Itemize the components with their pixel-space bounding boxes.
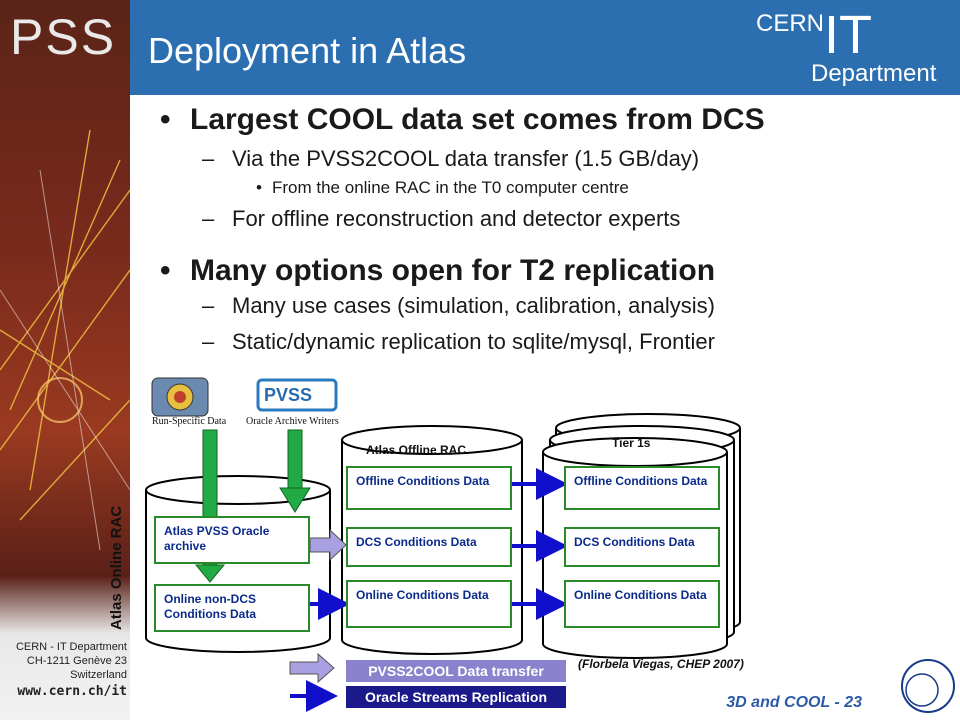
- slide-header: Deployment in Atlas CERN IT Department: [130, 0, 960, 95]
- archive-writers-label: Oracle Archive Writers: [246, 416, 339, 427]
- bullet-2: Many options open for T2 replication: [160, 254, 715, 288]
- offline-dcs-box: DCS Conditions Data: [346, 527, 512, 567]
- bullet-2-sub-1: Many use cases (simulation, calibration,…: [202, 293, 715, 319]
- legend-streams: Oracle Streams Replication: [346, 686, 566, 708]
- particle-tracks-image: [0, 129, 130, 551]
- tier1-online-box: Online Conditions Data: [564, 580, 720, 628]
- legend-transfer-arrow: [289, 652, 335, 684]
- pss-logo: PSS: [10, 9, 117, 65]
- bullet-1-sub-1: Via the PVSS2COOL data transfer (1.5 GB/…: [202, 146, 699, 172]
- bullet-2-sub-2: Static/dynamic replication to sqlite/mys…: [202, 329, 715, 355]
- online-rac-label: Atlas Online RAC: [108, 505, 125, 630]
- footer-line3: Switzerland: [70, 669, 127, 681]
- footer-line2: CH-1211 Genève 23: [26, 655, 127, 667]
- sidebar-footer: CERN - IT Department CH-1211 Genève 23 S…: [0, 640, 127, 699]
- cern-round-logo: [901, 659, 955, 713]
- pvss-label: PVSS: [264, 385, 313, 405]
- bullet-1-sub-1-sub: From the online RAC in the T0 computer c…: [256, 178, 629, 198]
- logo-it: IT: [824, 5, 872, 65]
- tier1-offline-box: Offline Conditions Data: [564, 466, 720, 510]
- pvss2cool-arrow: [309, 528, 347, 562]
- footer-url[interactable]: www.cern.ch/it: [17, 684, 127, 699]
- detector-icon: [151, 377, 209, 417]
- bullet-1-sub-2: For offline reconstruction and detector …: [202, 206, 680, 232]
- tier1-dcs-box: DCS Conditions Data: [564, 527, 720, 567]
- legend-pvss2cool: PVSS2COOL Data transfer: [346, 660, 566, 682]
- pvss-icon: [256, 378, 338, 412]
- credit-text: (Florbela Viegas, CHEP 2007): [578, 657, 744, 671]
- page-number: 3D and COOL - 23: [726, 694, 862, 711]
- tier1-label: Tier 1s: [612, 436, 651, 450]
- online-pvss-archive-box: Atlas PVSS Oracle archive: [154, 516, 310, 564]
- footer-line1: CERN - IT Department: [15, 641, 127, 653]
- sidebar-banner: PSS CERN - IT Department CH-1211 Genève …: [0, 0, 130, 720]
- bullet-1: Largest COOL data set comes from DCS: [160, 103, 765, 137]
- offline-online-box: Online Conditions Data: [346, 580, 512, 628]
- streams-arrows: [310, 468, 568, 620]
- offline-conditions-box: Offline Conditions Data: [346, 466, 512, 510]
- cern-it-logo: CERN IT Department: [756, 5, 946, 93]
- logo-cern: CERN: [756, 10, 825, 37]
- offline-rac-label: Atlas Offline RAC: [366, 443, 467, 457]
- online-non-dcs-box: Online non-DCS Conditions Data: [154, 584, 310, 632]
- logo-department: Department: [811, 60, 937, 87]
- run-specific-label: Run-Specific Data: [152, 416, 227, 427]
- page-title: Deployment in Atlas: [148, 30, 467, 71]
